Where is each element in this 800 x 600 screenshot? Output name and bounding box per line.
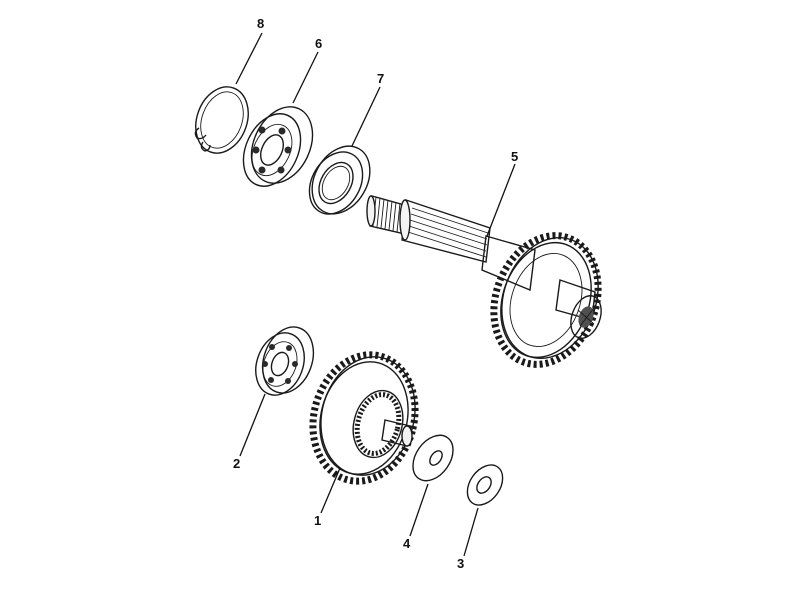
leader-3: [463, 507, 479, 557]
leader-5: [486, 163, 516, 237]
part-4-washer: [412, 434, 454, 482]
leader-1: [320, 467, 341, 514]
part-7-seal-ring: [308, 145, 371, 215]
label-part-7: 7: [377, 71, 384, 86]
label-part-5: 5: [511, 149, 518, 164]
label-part-6: 6: [315, 36, 322, 51]
part-8-circlip: [194, 86, 249, 154]
part-6-ball-bearing: [242, 106, 314, 187]
label-part-1: 1: [314, 513, 321, 528]
label-part-4: 4: [403, 536, 411, 551]
leader-4: [409, 483, 429, 537]
leader-8: [235, 32, 263, 85]
leader-7: [351, 86, 381, 147]
leader-6: [292, 51, 319, 104]
part-2-ball-bearing: [255, 326, 315, 396]
part-1-gear: [309, 351, 419, 485]
part-3-washer: [466, 464, 504, 506]
label-part-8: 8: [257, 16, 264, 31]
label-part-2: 2: [233, 456, 240, 471]
part-5-gear-shaft: [366, 195, 602, 368]
leader-2: [239, 393, 266, 457]
callout-labels: 8 6 7 5 2 1 4 3: [233, 16, 518, 571]
leader-lines: [235, 32, 516, 557]
label-part-3: 3: [457, 556, 464, 571]
